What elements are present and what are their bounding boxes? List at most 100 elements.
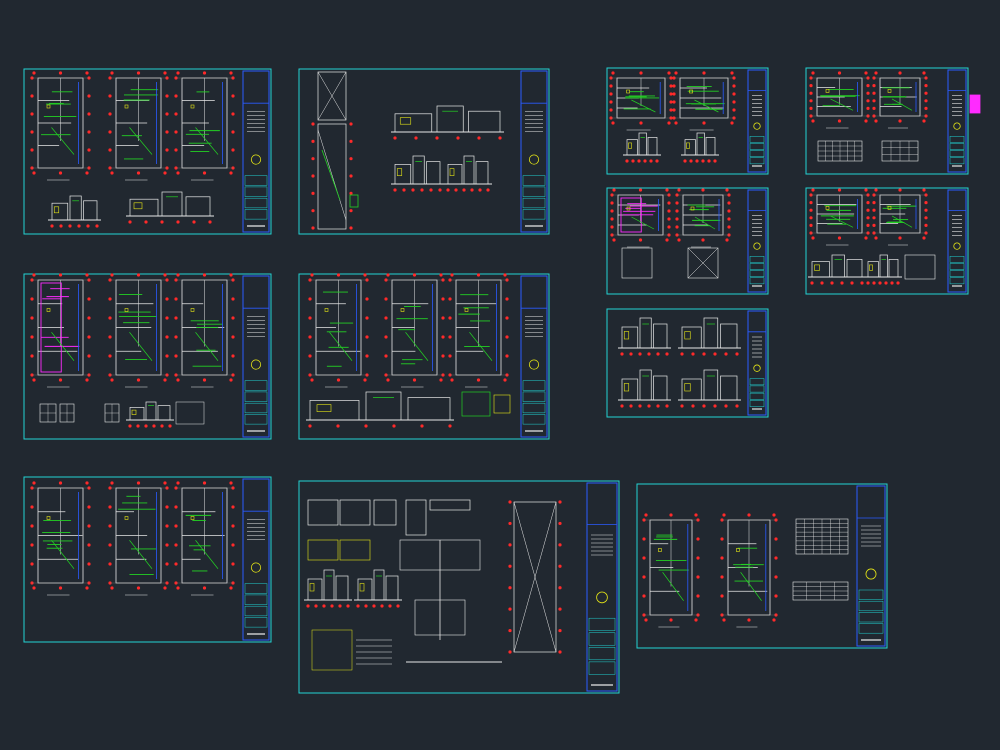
grid-marker: [30, 335, 34, 339]
grid-marker: [558, 607, 562, 611]
section-drawing: [48, 195, 101, 228]
grid-marker: [30, 562, 34, 566]
grid-marker: [32, 481, 36, 485]
section-drawing: [391, 155, 444, 192]
grid-marker: [820, 281, 824, 285]
grid-marker: [363, 378, 367, 382]
title-block: [947, 69, 967, 173]
grid-marker: [866, 223, 870, 227]
grid-marker: [837, 236, 842, 240]
grid-marker: [503, 378, 507, 382]
sheet-border: [298, 68, 550, 235]
floor-plan: [448, 273, 509, 388]
grid-marker: [136, 71, 141, 75]
grid-marker: [713, 404, 717, 408]
grid-marker: [176, 378, 180, 382]
grid-marker: [609, 84, 613, 88]
grid-marker: [87, 524, 91, 528]
grid-marker: [665, 404, 669, 408]
grid-marker: [830, 281, 834, 285]
grid-marker: [774, 594, 778, 598]
grid-marker: [30, 94, 34, 98]
title-block: [747, 69, 767, 173]
grid-marker: [32, 586, 36, 590]
grid-marker: [674, 121, 678, 125]
grid-marker: [476, 378, 481, 382]
grid-marker: [609, 108, 613, 112]
grid-marker: [694, 618, 698, 622]
logo-seal: [528, 154, 540, 165]
grid-marker: [441, 316, 445, 320]
title-block: [747, 189, 767, 293]
grid-marker: [727, 225, 731, 229]
grid-marker: [722, 513, 726, 517]
grid-marker: [322, 604, 326, 608]
grid-marker: [642, 537, 646, 541]
grid-marker: [672, 84, 676, 88]
grid-marker: [772, 513, 776, 517]
grid-marker: [809, 99, 813, 103]
grid-marker: [866, 106, 870, 110]
grid-marker: [667, 121, 671, 125]
grid-marker: [505, 354, 509, 358]
grid-marker: [231, 505, 235, 509]
grid-marker: [229, 481, 233, 485]
grid-marker: [872, 216, 876, 220]
grid-marker: [810, 281, 814, 285]
grid-marker: [730, 71, 734, 75]
grid-marker: [32, 378, 36, 382]
floor-plan: [809, 71, 870, 129]
grid-marker: [610, 225, 614, 229]
grid-marker: [108, 130, 112, 134]
logo-seal: [865, 568, 877, 580]
logo-seal: [250, 154, 262, 165]
grid-marker: [508, 650, 512, 654]
grid-marker: [707, 159, 711, 163]
grid-marker: [384, 335, 388, 339]
grid-marker: [108, 148, 112, 152]
grid-marker: [229, 71, 233, 75]
grid-marker: [85, 71, 89, 75]
grid-marker: [872, 91, 876, 95]
grid-marker: [87, 94, 91, 98]
grid-marker: [192, 220, 196, 224]
grid-marker: [110, 171, 114, 175]
grid-marker: [486, 188, 490, 192]
sheet-border: [606, 67, 769, 175]
logo-seal: [753, 122, 761, 130]
grid-marker: [163, 71, 167, 75]
sheet-s5: [23, 273, 272, 440]
grid-marker: [878, 281, 882, 285]
grid-marker: [647, 352, 651, 356]
grid-marker: [435, 136, 439, 140]
section-drawing: [306, 391, 454, 428]
grid-marker: [85, 481, 89, 485]
grid-marker: [402, 188, 406, 192]
schedule-table: [817, 140, 863, 162]
grid-marker: [864, 236, 868, 240]
grid-marker: [629, 352, 633, 356]
grid-marker: [87, 148, 91, 152]
grid-marker: [446, 188, 450, 192]
grid-marker: [388, 604, 392, 608]
grid-marker: [667, 71, 671, 75]
grid-marker: [384, 354, 388, 358]
grid-marker: [364, 424, 368, 428]
grid-marker: [176, 171, 180, 175]
grid-marker: [202, 378, 207, 382]
grid-marker: [50, 224, 54, 228]
grid-marker: [439, 273, 443, 277]
grid-marker: [508, 628, 512, 633]
grid-marker: [675, 201, 679, 205]
grid-marker: [720, 594, 724, 598]
grid-marker: [365, 354, 369, 358]
section-drawing: [354, 569, 402, 608]
title-block: [242, 275, 270, 438]
grid-marker: [429, 188, 433, 192]
grid-marker: [890, 281, 894, 285]
grid-marker: [732, 92, 736, 96]
sheet-border: [23, 68, 272, 235]
grid-marker: [696, 556, 700, 560]
grid-marker: [144, 220, 148, 224]
